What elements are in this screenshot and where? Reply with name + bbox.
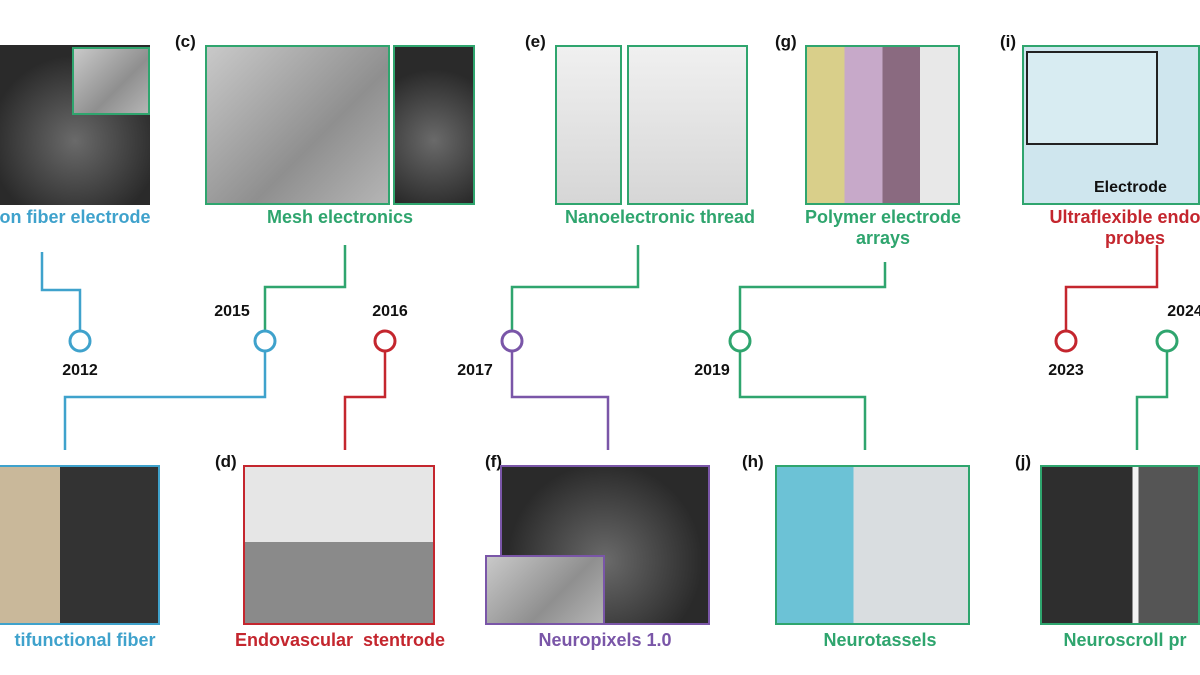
- neurotassels-image: [775, 465, 970, 625]
- inset-label: Electrode: [1094, 179, 1167, 196]
- year-label: 2012: [62, 362, 98, 379]
- caption-neuroscroll: Neuroscroll pr: [1063, 630, 1187, 650]
- panel-letter: (c): [175, 32, 196, 51]
- panel-letter: (g): [775, 32, 797, 51]
- milestone-2016: [373, 329, 397, 353]
- connector-a: [40, 252, 82, 330]
- panel-letter: (d): [215, 452, 237, 471]
- connector-h: [738, 352, 867, 450]
- stentrode-image: [243, 465, 435, 625]
- mesh-image-2: [393, 45, 475, 205]
- milestone-2024: [1155, 329, 1179, 353]
- probe-inset: [1026, 51, 1158, 145]
- polymer-array-image: [805, 45, 960, 205]
- caption-mesh: Mesh electronics: [266, 207, 414, 227]
- multifunctional-fiber-image: [0, 465, 160, 625]
- connector-c: [263, 245, 347, 330]
- caption-line: probes: [1104, 228, 1165, 248]
- connector-f: [510, 352, 610, 450]
- year-label: 2024: [1167, 303, 1200, 320]
- year-label: 2019: [694, 362, 730, 379]
- year-label: 2015: [214, 303, 250, 320]
- panel-letter: (j): [1015, 452, 1032, 471]
- panel-letter: (i): [1000, 32, 1017, 51]
- year-label: 2023: [1048, 362, 1084, 379]
- milestone-2015: [253, 329, 277, 353]
- caption-line: Polymer electrode: [804, 207, 962, 227]
- caption-line: arrays: [855, 228, 911, 248]
- connector-i: [1064, 245, 1159, 330]
- nanothread-image: [555, 45, 622, 205]
- mesh-image: [205, 45, 390, 205]
- caption-carbon-fiber: on fiber electrode: [0, 207, 151, 227]
- connector-e: [510, 245, 640, 330]
- year-label: 2016: [372, 303, 408, 320]
- year-label: 2017: [457, 362, 493, 379]
- milestone-2012: [68, 329, 92, 353]
- caption-multifunctional-fiber: tifunctional fiber: [14, 630, 156, 650]
- connector-j: [1135, 352, 1169, 450]
- caption-nanothread: Nanoelectronic thread: [564, 207, 756, 227]
- milestone-2017: [500, 329, 524, 353]
- endovascular-probe-image: Electrode: [1022, 45, 1200, 205]
- nanothread-image-2: [627, 45, 748, 205]
- caption-neuropixels: Neuropixels 1.0: [538, 630, 672, 650]
- caption-neurotassels: Neurotassels: [823, 630, 937, 650]
- neuroscroll-image: [1040, 465, 1200, 625]
- panel-letter: (f): [485, 452, 502, 471]
- caption-endovascular-probes: Ultraflexible endovaprobes: [1049, 207, 1200, 249]
- milestone-2019: [728, 329, 752, 353]
- connector-g: [738, 262, 887, 330]
- connector-b: [63, 352, 267, 450]
- caption-stentrode: Endovascular stentrode: [234, 630, 446, 650]
- milestone-2023: [1054, 329, 1078, 353]
- carbon-fiber-inset: [72, 47, 150, 115]
- caption-line: Ultraflexible endova: [1049, 207, 1200, 227]
- panel-letter: (h): [742, 452, 764, 471]
- neuropixels-inset: [485, 555, 605, 625]
- panel-letter: (e): [525, 32, 546, 51]
- connector-d: [343, 352, 387, 450]
